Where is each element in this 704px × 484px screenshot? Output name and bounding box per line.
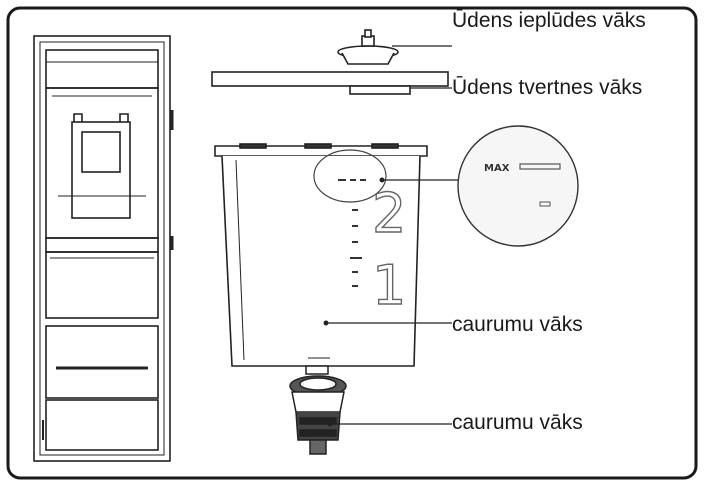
label-hole-cover-1: caurumu vāks bbox=[452, 313, 583, 336]
leader-dot-valve bbox=[327, 421, 333, 427]
outer-frame bbox=[6, 6, 698, 480]
scale-highlight-ellipse bbox=[313, 149, 387, 203]
max-label: MAX bbox=[484, 163, 510, 174]
level-2-digit: 2 bbox=[372, 182, 406, 245]
valve-drawing bbox=[289, 365, 347, 455]
magnify-connector-dot bbox=[379, 177, 385, 183]
level-scale-marks bbox=[338, 179, 366, 287]
level-1-digit: 1 bbox=[372, 254, 406, 317]
label-hole-cover-2: caurumu vāks bbox=[452, 411, 583, 434]
label-water-inlet-lid: Ūdens ieplūdes vāks bbox=[452, 9, 646, 32]
water-inlet-lid-drawing bbox=[337, 29, 399, 65]
magnified-detail-circle bbox=[457, 125, 579, 247]
label-water-tank-lid: Ūdens tvertnes vāks bbox=[452, 76, 643, 99]
water-tank-lid-drawing bbox=[211, 71, 449, 95]
water-tank-drawing bbox=[214, 143, 428, 367]
fridge-door bbox=[33, 35, 174, 462]
min-mark bbox=[539, 201, 551, 207]
max-mark bbox=[519, 163, 561, 170]
